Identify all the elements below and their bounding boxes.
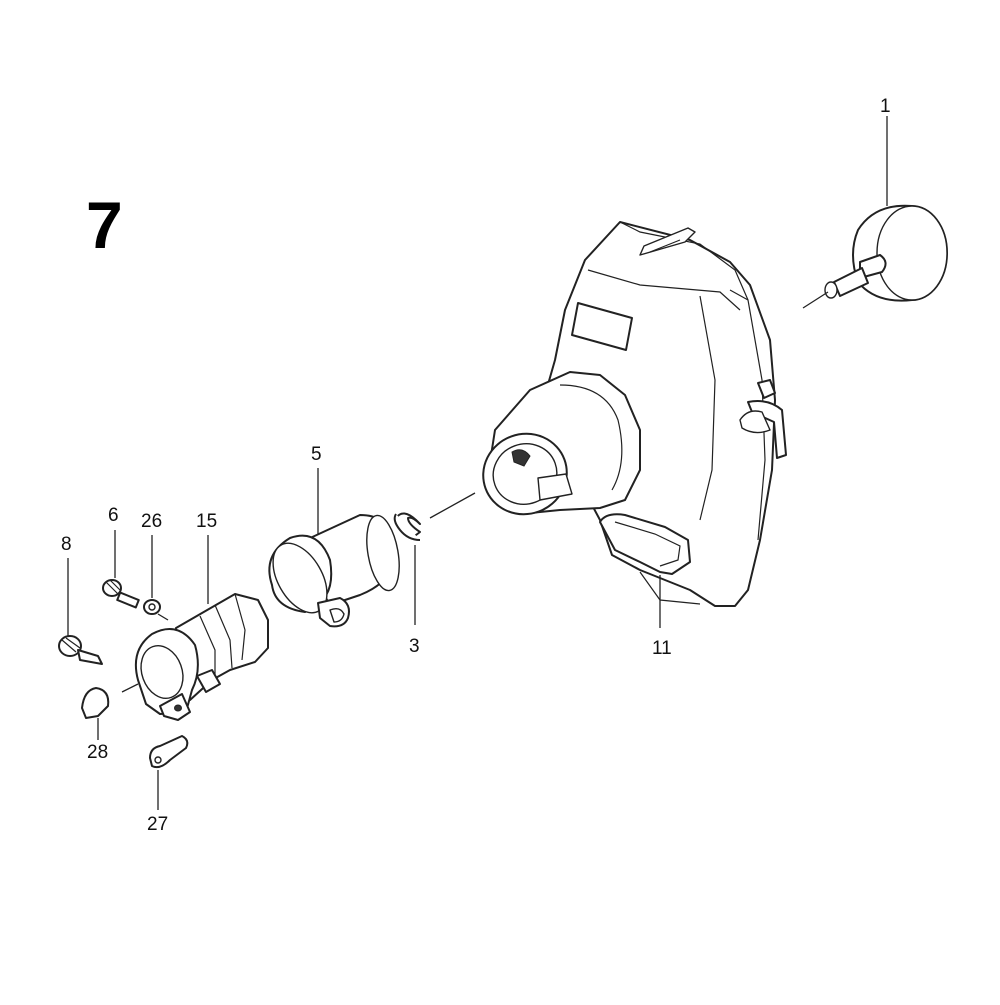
part-8-knob-bolt [58,558,103,665]
callout-11: 11 [652,638,672,659]
part-26-washer [143,535,169,621]
callout-28: 28 [87,742,108,763]
callout-1: 1 [880,96,891,117]
figure-number: 7 [86,188,123,262]
callout-5: 5 [311,444,322,465]
callout-8: 8 [61,534,72,555]
part-5-clamp-tube [268,468,400,628]
part-6-screw [102,530,140,609]
callout-27: 27 [147,814,168,835]
part-27-cable-clip [149,735,189,810]
part-11-gear-housing [429,221,787,628]
part-3-circlip [393,512,421,625]
callout-6: 6 [108,505,119,526]
part-28-key [81,683,139,740]
callout-3: 3 [409,636,420,657]
callout-15: 15 [196,511,217,532]
part-1-clutch-drum [802,204,948,309]
part-15-bracket [134,535,269,721]
callout-26: 26 [141,511,162,532]
